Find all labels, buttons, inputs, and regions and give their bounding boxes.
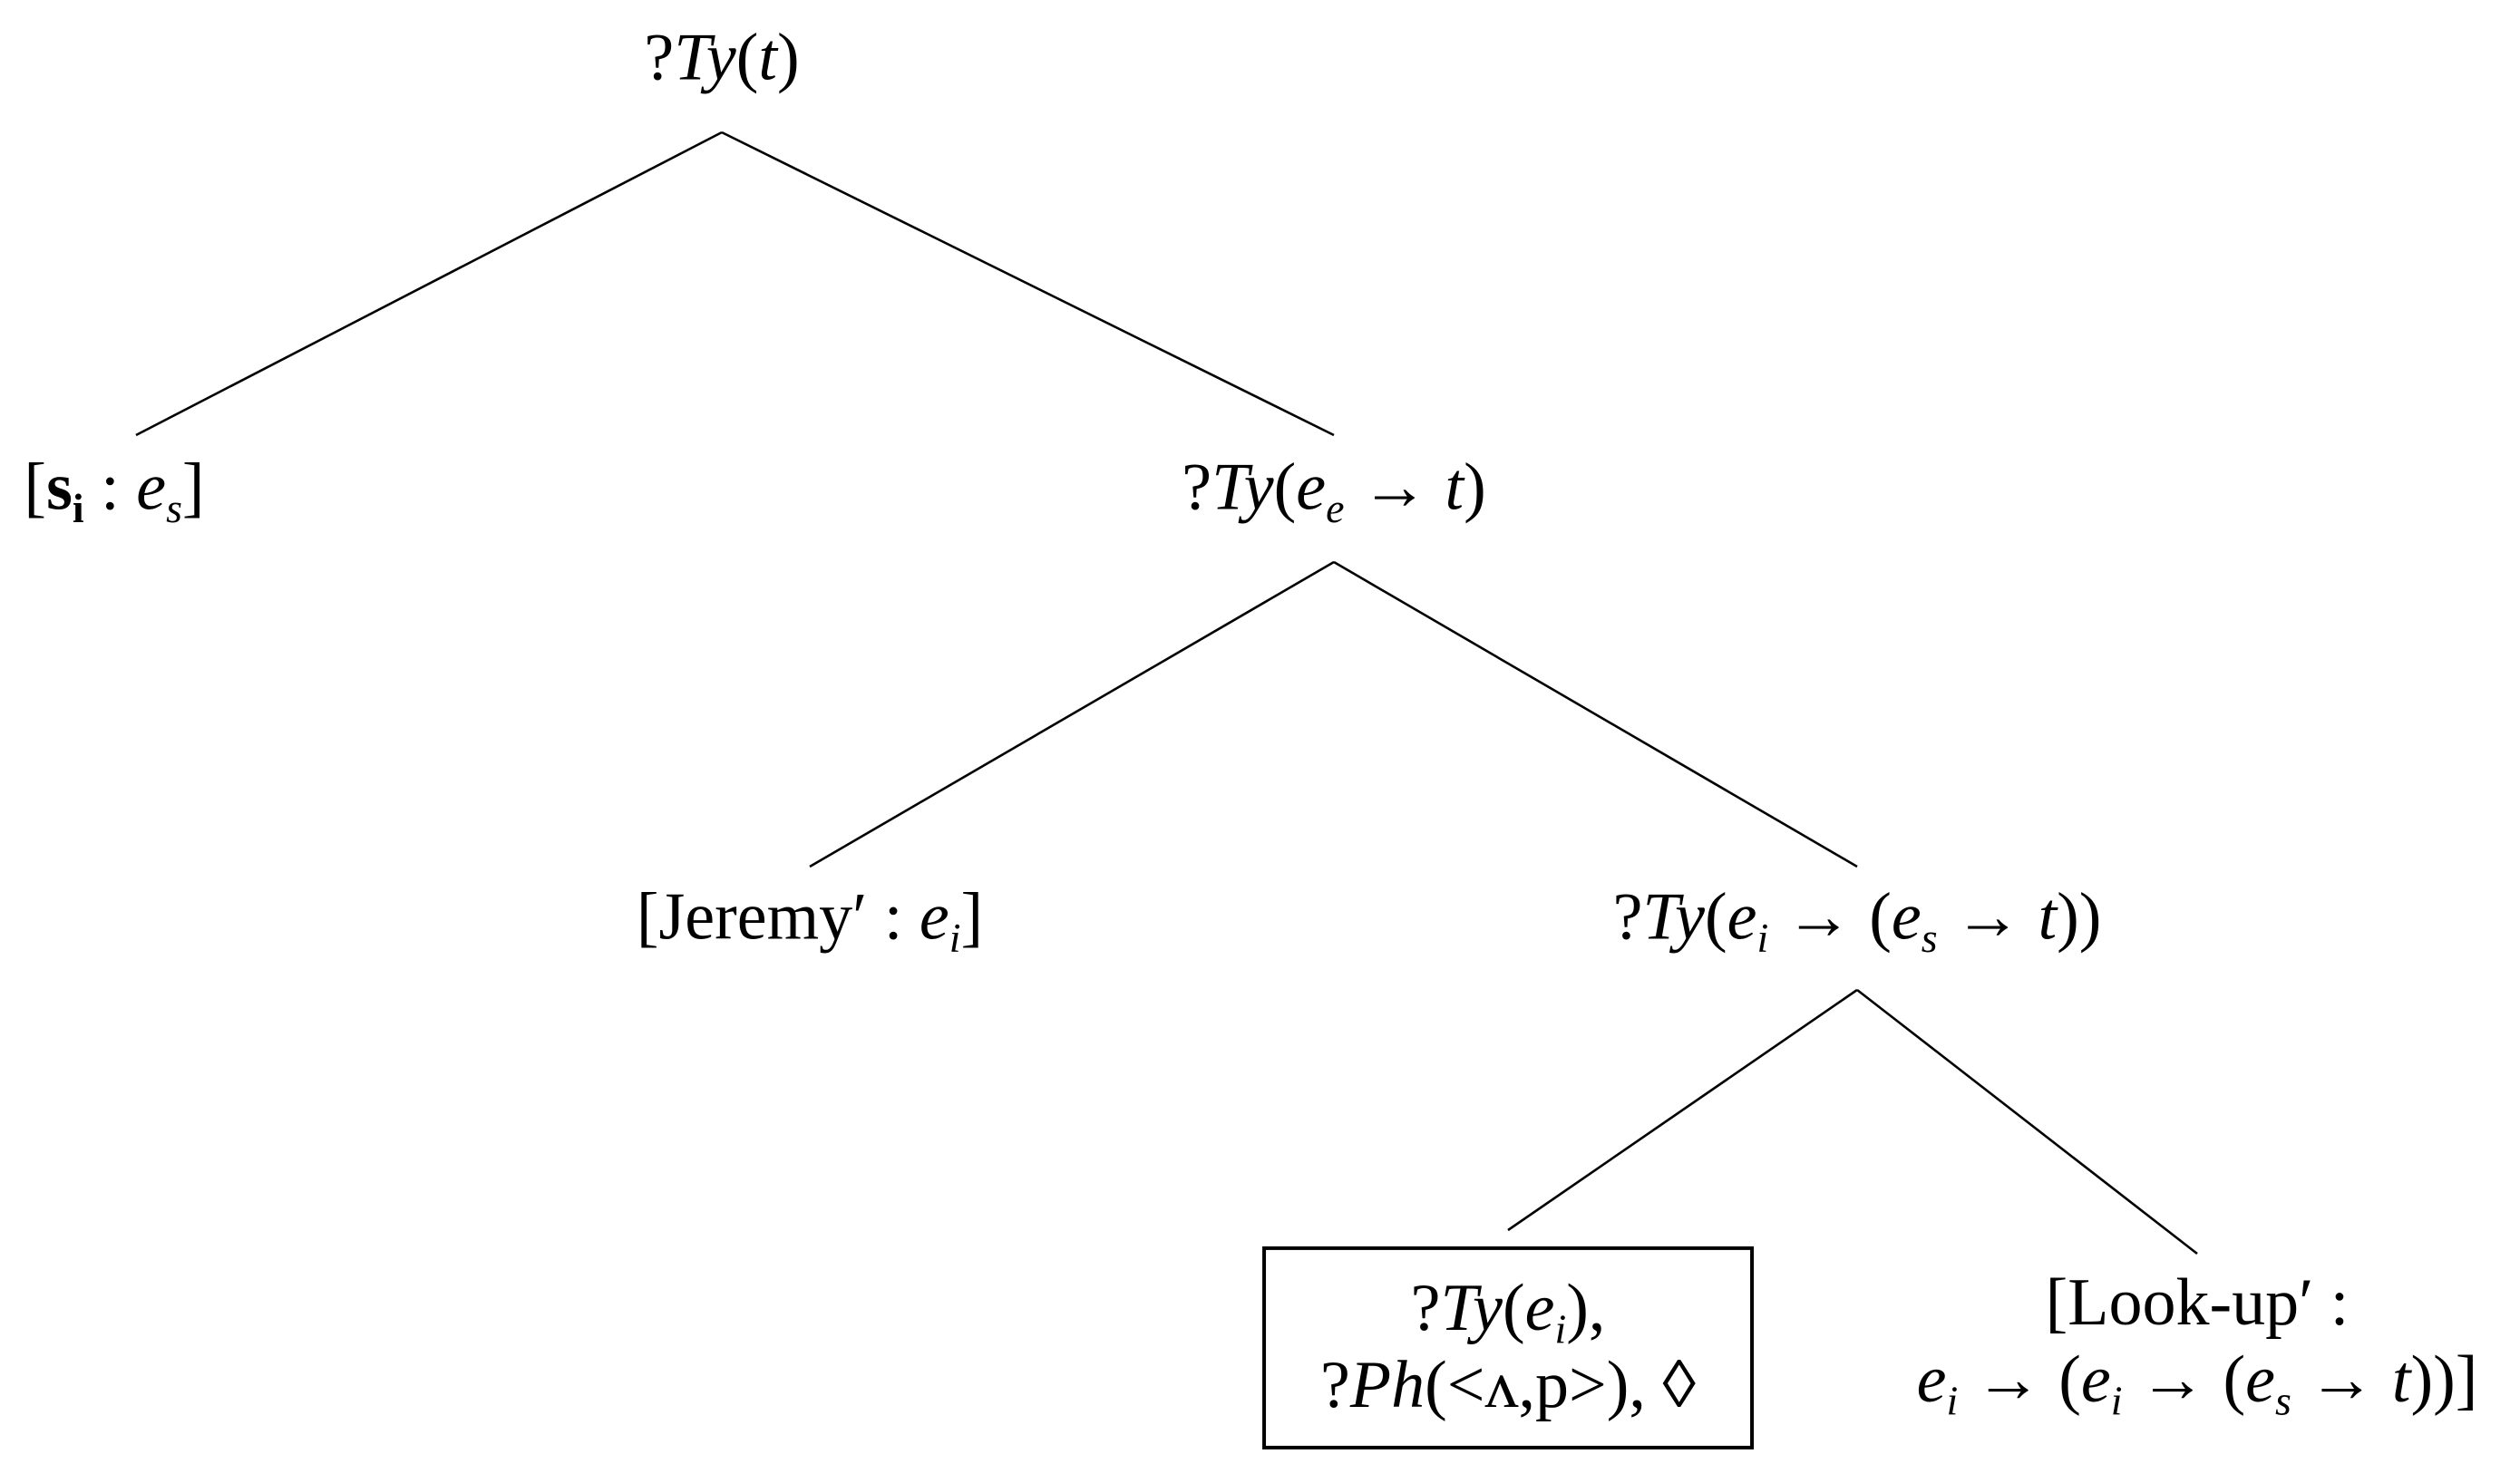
lookup-line-2: ei → (ei → (es → t))] <box>1916 1343 2478 1424</box>
mid-node: ?Ty(ee → t) <box>1182 450 1486 532</box>
lookup-node: [Look-up′ : ei → (ei → (es → t))] <box>1916 1265 2478 1424</box>
edge-mid-jeremy <box>809 560 1335 868</box>
edge-pred-lookup <box>1856 988 2198 1256</box>
edge-mid-pred <box>1333 560 1858 868</box>
left-leaf-node: [si : es] <box>24 450 205 532</box>
predicate-node: ?Ty(ei → (es → t)) <box>1612 879 2102 962</box>
edge-pred-boxed <box>1507 988 1858 1232</box>
root-node: ?Ty(t) <box>644 20 800 95</box>
boxed-line-2: ?Ph(<ʌ,p>), ◊ <box>1320 1348 1696 1422</box>
edge-root-mid <box>721 131 1335 437</box>
lookup-line-1: [Look-up′ : <box>2045 1265 2350 1340</box>
boxed-line-1: ?Ty(ei), <box>1410 1270 1606 1353</box>
pointer-node-boxed: ?Ty(ei), ?Ph(<ʌ,p>), ◊ <box>1262 1246 1754 1450</box>
edge-root-left <box>135 131 723 437</box>
jeremy-node: [Jeremy′ : ei] <box>636 879 984 962</box>
